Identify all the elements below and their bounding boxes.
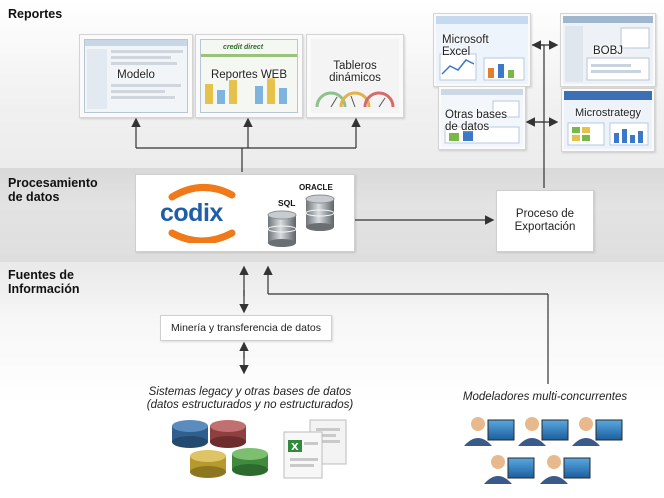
sistemas-caption: Sistemas legacy y otras bases de datos (… (146, 386, 354, 411)
database-cylinders-icon (267, 194, 335, 247)
codix-logo-swoosh (168, 183, 236, 243)
documents-icon: X (283, 419, 347, 479)
mineria-box: Minería y transferencia de datos (160, 315, 332, 341)
reportes-web-banner: credit direct (223, 44, 264, 51)
codix-logo: codix (160, 199, 223, 227)
label-bobj: BOBJ (592, 45, 624, 57)
oracle-label: ORACLE (299, 183, 333, 192)
thumb-modelo: Modelo (79, 34, 193, 118)
section-title-procesamiento: Procesamiento de datos (8, 176, 98, 204)
thumb-excel: Microsoft Excel (433, 13, 531, 87)
section-title-reportes: Reportes (8, 7, 63, 21)
thumb-reportes-web: credit direct Reportes WEB (195, 34, 303, 118)
label-excel: Microsoft Excel (442, 34, 489, 58)
bobj-screenshot-art (563, 16, 653, 84)
thumb-otras-bases: Otras bases de datos (438, 86, 526, 150)
modeladores-caption: Modeladores multi-concurrentes (462, 391, 628, 403)
thumb-bobj: BOBJ (560, 13, 656, 87)
section-title-fuentes: Fuentes de Información (8, 268, 80, 296)
label-modelo: Modelo (117, 69, 155, 81)
mineria-label: Minería y transferencia de datos (171, 322, 321, 334)
label-microstrategy: Microstrategy (574, 107, 642, 119)
modelo-screenshot-art (85, 40, 187, 109)
exportacion-label: Proceso de Exportación (514, 208, 576, 233)
otras-bases-screenshot-art (441, 89, 523, 147)
codix-box: codix SQL ORACLE (135, 174, 355, 252)
reportes-web-chart-art (201, 54, 297, 104)
thumb-tableros: Tableros dinámicos (306, 34, 404, 118)
microstrategy-screenshot-art (564, 91, 652, 149)
reportes-web-screenshot: credit direct (200, 39, 298, 113)
exportacion-box: Proceso de Exportación (496, 190, 594, 252)
sql-label: SQL (278, 198, 296, 208)
label-reportes-web: Reportes WEB (210, 69, 288, 81)
excel-screenshot-art (436, 16, 528, 84)
tableros-gauges-art (311, 39, 399, 113)
svg-text:X: X (291, 442, 299, 453)
colored-databases-icon (172, 420, 268, 478)
label-tableros: Tableros dinámicos (329, 60, 381, 84)
label-otras-bases: Otras bases de datos (445, 109, 507, 133)
users-computers-icon (464, 417, 623, 484)
modelo-screenshot (84, 39, 188, 113)
thumb-microstrategy: Microstrategy (561, 88, 655, 152)
